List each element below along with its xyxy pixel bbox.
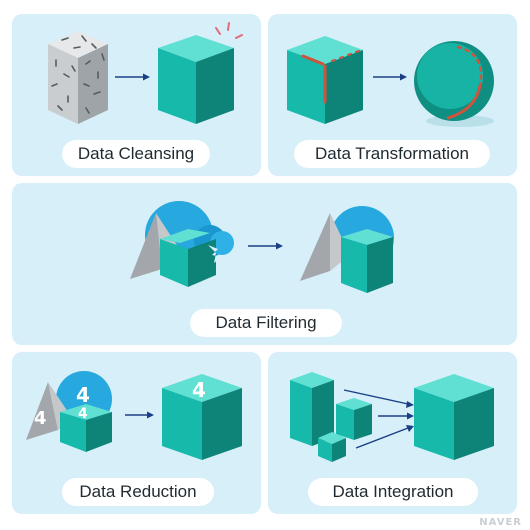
integration-illustration — [290, 372, 494, 462]
label-data-transformation: Data Transformation — [294, 140, 490, 168]
label-data-reduction: Data Reduction — [62, 478, 214, 506]
panel-data-cleansing: Data Cleansing — [12, 14, 261, 176]
medium-block — [336, 398, 372, 440]
merge-arrows — [343, 389, 414, 449]
reduced-cube: 4 — [162, 374, 242, 460]
arrow-icon — [115, 73, 150, 81]
integrated-cube — [414, 374, 494, 460]
arrow-icon — [125, 411, 154, 419]
source-cube — [287, 36, 363, 124]
label-data-filtering: Data Filtering — [190, 309, 342, 337]
digit-on-pyramid: 4 — [34, 408, 47, 429]
digit-on-small-cube: 4 — [78, 406, 88, 422]
transformation-illustration — [287, 36, 494, 127]
mixed-objects — [130, 201, 234, 287]
label-data-cleansing: Data Cleansing — [62, 140, 210, 168]
arrow-icon — [373, 73, 407, 81]
cube-edge-highlight — [301, 54, 327, 104]
tall-block — [290, 372, 334, 446]
digit-on-sphere: 4 — [76, 383, 90, 407]
cleansing-illustration — [48, 22, 243, 124]
result-sphere — [414, 41, 494, 127]
filtered-objects — [300, 206, 394, 293]
label-data-integration: Data Integration — [308, 478, 478, 506]
small-block — [318, 432, 346, 462]
panel-data-reduction: 4 4 4 4 Data Reduction — [12, 352, 261, 514]
arrow-icon — [248, 242, 283, 250]
reduction-illustration: 4 4 4 4 — [26, 371, 242, 460]
dirty-cube — [48, 31, 108, 124]
naver-watermark: NAVER — [479, 517, 522, 528]
filtering-illustration — [130, 201, 394, 293]
dirt-specks — [51, 35, 105, 114]
noise-fragment — [208, 245, 222, 263]
panel-data-filtering: Data Filtering — [12, 183, 517, 345]
panel-data-integration: Data Integration — [268, 352, 517, 514]
large-objects: 4 4 4 — [26, 371, 112, 452]
panel-data-transformation: Data Transformation — [268, 14, 517, 176]
sparkle-icon — [215, 22, 243, 39]
digit-on-reduced-cube: 4 — [192, 378, 206, 402]
clean-cube — [158, 35, 234, 124]
